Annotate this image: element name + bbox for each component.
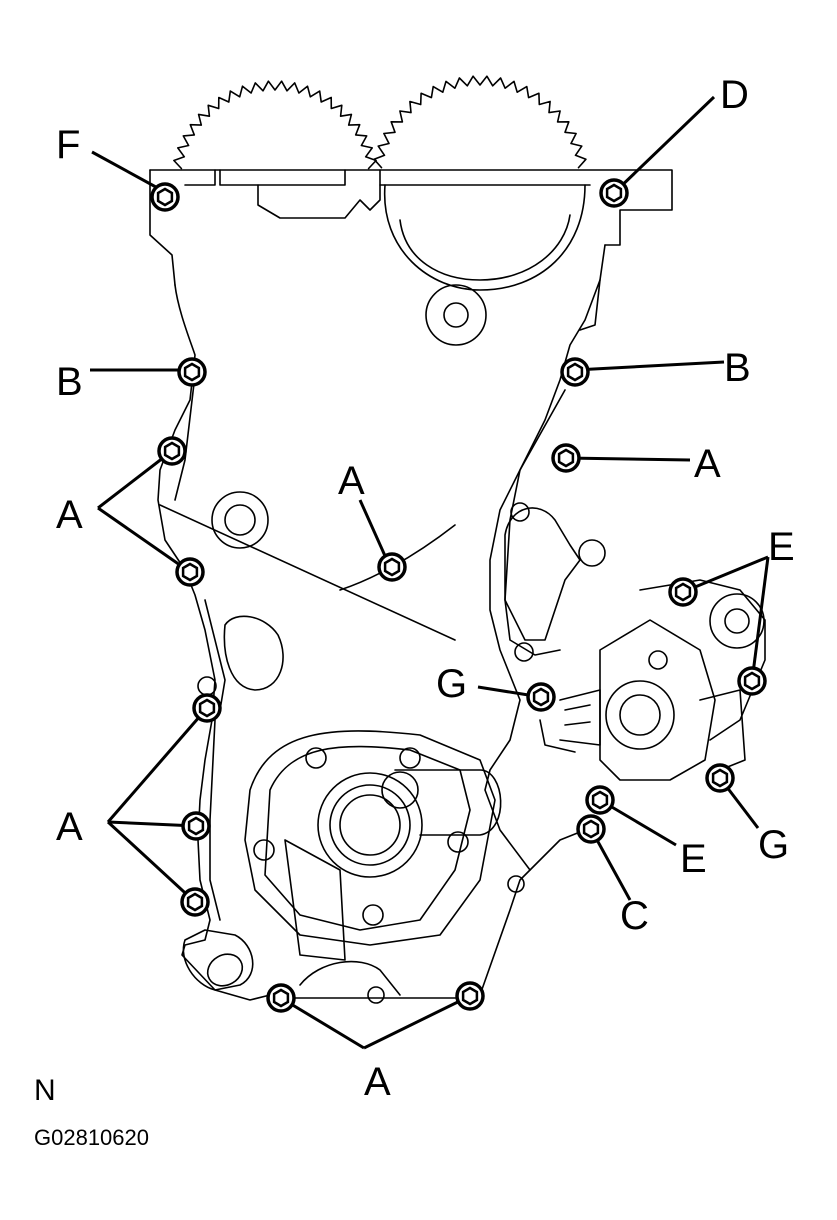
bolt-g-2 — [705, 763, 735, 793]
bolt-a-7 — [455, 981, 485, 1011]
bolt-g-1 — [526, 682, 556, 712]
bolt-e-1 — [668, 577, 698, 607]
label-b-left: B — [56, 360, 83, 404]
label-a-left-upper: A — [56, 493, 83, 537]
bolt-b-right — [560, 357, 590, 387]
bolt-a-1 — [157, 436, 187, 466]
label-e-lower: E — [680, 837, 707, 881]
bolt-d — [599, 178, 629, 208]
bolt-a-4 — [181, 811, 211, 841]
corner-mark: N — [34, 1074, 56, 1107]
bolt-a-right — [551, 443, 581, 473]
bolts — [150, 178, 767, 1013]
bolt-a-6 — [266, 983, 296, 1013]
label-a-left-lower: A — [56, 805, 83, 849]
bolt-labels: F D B B A A A E G A E G C A — [56, 73, 795, 1104]
bolt-a-center — [377, 552, 407, 582]
label-e-upper: E — [768, 525, 795, 569]
label-a-right: A — [694, 442, 721, 486]
label-a-bottom: A — [364, 1060, 391, 1104]
label-g-left: G — [436, 662, 467, 706]
bolt-a-2 — [175, 557, 205, 587]
bolt-e-2 — [737, 666, 767, 696]
label-f: F — [56, 123, 80, 167]
figure-code: G02810620 — [34, 1125, 149, 1150]
bolt-e-3 — [585, 785, 615, 815]
label-d: D — [720, 73, 749, 117]
timing-chain-cover — [149, 169, 766, 1004]
bolt-a-5 — [180, 887, 210, 917]
bolt-a-3 — [192, 693, 222, 723]
label-b-right: B — [724, 346, 751, 390]
camshaft-sprockets — [173, 75, 587, 170]
bolt-b-left — [177, 357, 207, 387]
label-c: C — [620, 894, 649, 938]
bolt-c — [576, 814, 606, 844]
label-a-center: A — [338, 459, 365, 503]
bolt-f — [150, 182, 180, 212]
label-g-right: G — [758, 823, 789, 867]
